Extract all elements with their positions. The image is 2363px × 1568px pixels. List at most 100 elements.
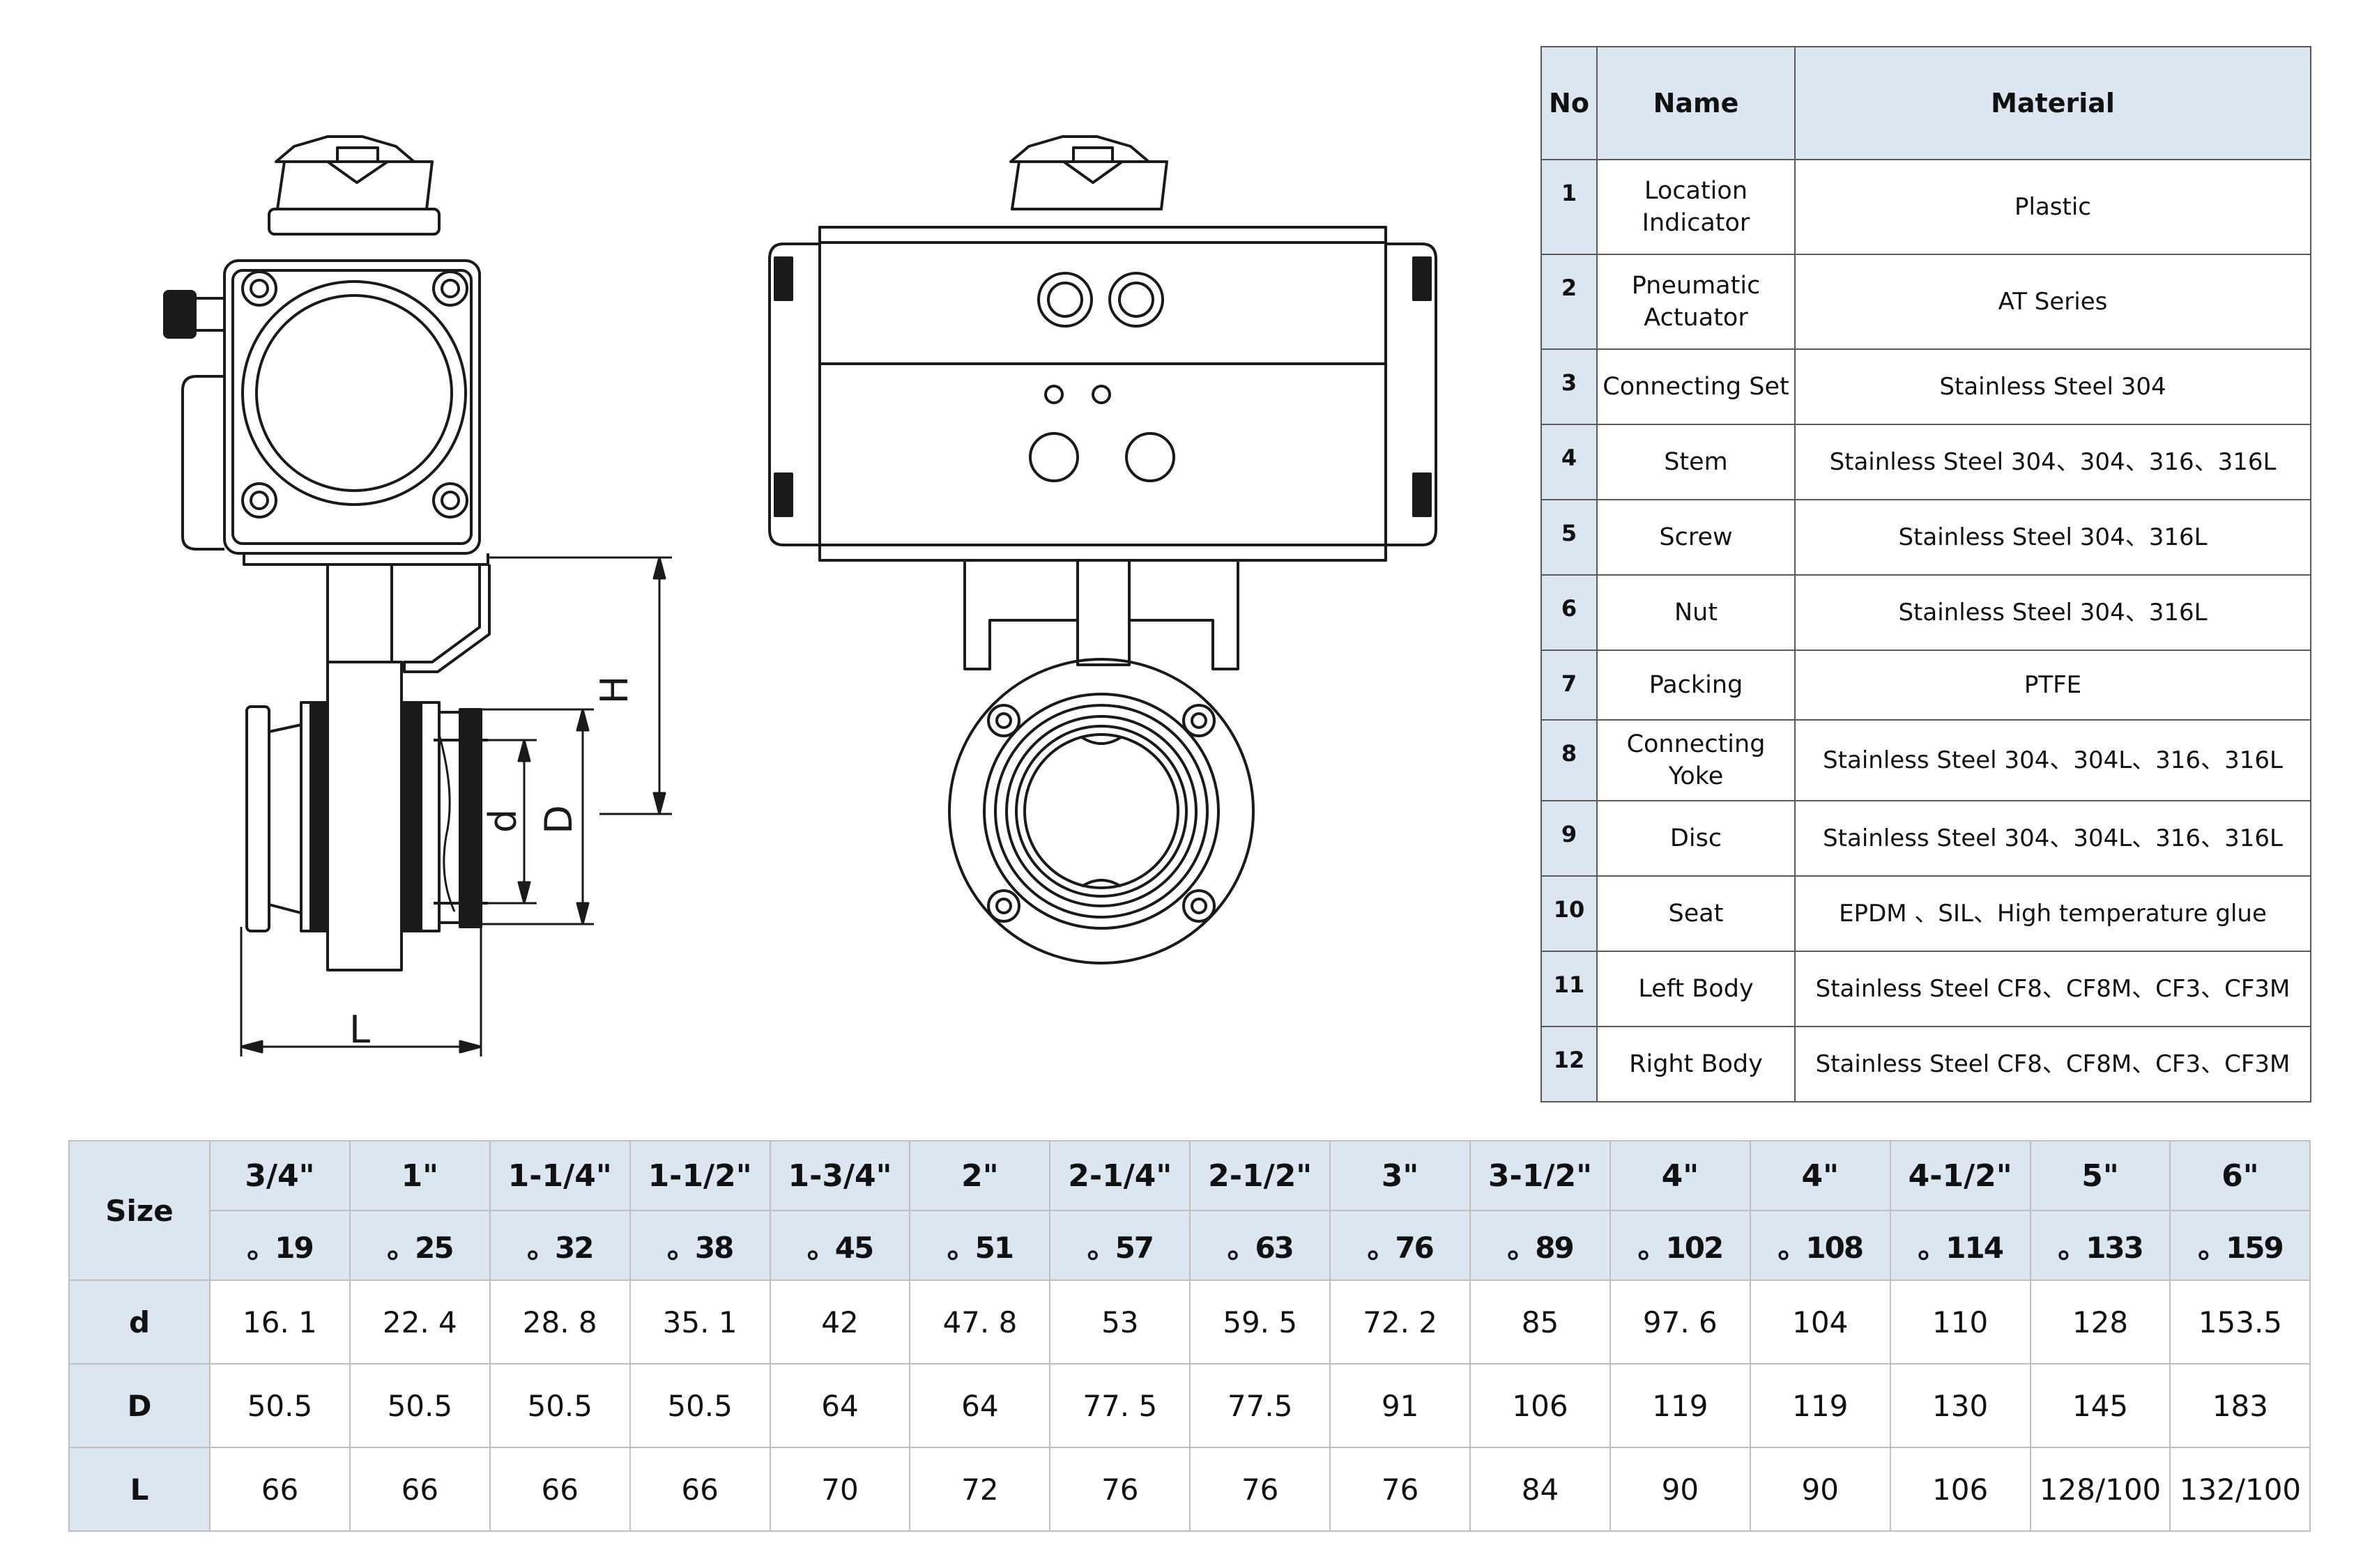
size-inch-cell: 1"	[349, 1140, 491, 1211]
value-cell: 90	[1749, 1447, 1891, 1532]
part-material: Stainless Steel 304、304L、316、316L	[1794, 800, 2311, 877]
dimension-label-l: L	[349, 1008, 370, 1052]
value-cell: 53	[1049, 1279, 1191, 1365]
value-cell: 66	[629, 1447, 771, 1532]
value-cell: 16. 1	[209, 1279, 351, 1365]
value-cell: 106	[1889, 1447, 2031, 1532]
part-name: Screw	[1596, 499, 1796, 576]
value-cell: 50.5	[349, 1363, 491, 1448]
part-name: Seat	[1596, 875, 1796, 952]
part-no: 9	[1540, 800, 1598, 877]
value-cell: 119	[1749, 1363, 1891, 1448]
size-mm-cell: 。19	[209, 1210, 351, 1281]
value-cell: 183	[2169, 1363, 2311, 1448]
size-inch-cell: 1-1/2"	[629, 1140, 771, 1211]
size-mm-cell: 。32	[489, 1210, 631, 1281]
value-cell: 22. 4	[349, 1279, 491, 1365]
header-material: Material	[1794, 46, 2311, 160]
header-name: Name	[1596, 46, 1796, 160]
part-no: 12	[1540, 1026, 1598, 1102]
value-cell: 130	[1889, 1363, 2031, 1448]
table-row: D 50.5 50.5 50.5 50.5 64 64 77. 5 77.5 9…	[68, 1363, 2311, 1448]
part-no: 10	[1540, 875, 1598, 952]
part-name: Left Body	[1596, 951, 1796, 1027]
part-material: Stainless Steel 304、304L、316、316L	[1794, 719, 2311, 801]
part-material: Stainless Steel CF8、CF8M、CF3、CF3M	[1794, 1026, 2311, 1102]
valve-drawings: H D d L	[163, 135, 1437, 1056]
side-dimensions	[240, 556, 672, 1056]
part-material: Stainless Steel 304	[1794, 348, 2311, 425]
value-cell: 84	[1469, 1447, 1611, 1532]
value-cell: 91	[1329, 1363, 1471, 1448]
size-mm-cell: 。25	[349, 1210, 491, 1281]
value-cell: 132/100	[2169, 1447, 2311, 1532]
value-cell: 50.5	[489, 1363, 631, 1448]
side-location-indicator	[268, 135, 441, 236]
side-stem-yoke	[326, 563, 491, 673]
value-cell: 59. 5	[1189, 1279, 1331, 1365]
value-cell: 47. 8	[909, 1279, 1051, 1365]
part-no: 11	[1540, 951, 1598, 1027]
size-mm-cell: 。89	[1469, 1210, 1611, 1281]
value-cell: 35. 1	[629, 1279, 771, 1365]
value-cell: 76	[1189, 1447, 1331, 1532]
size-inch-cell: 5"	[2029, 1140, 2171, 1211]
size-inch-cell: 6"	[2169, 1140, 2311, 1211]
size-mm-cell: 。57	[1049, 1210, 1191, 1281]
part-material: Stainless Steel 304、304、316、316L	[1794, 424, 2311, 500]
value-cell: 77.5	[1189, 1363, 1331, 1448]
value-cell: 72	[909, 1447, 1051, 1532]
part-name: Location Indicator	[1596, 159, 1796, 255]
side-actuator-bolts	[241, 270, 468, 518]
size-mm-cell: 。63	[1189, 1210, 1331, 1281]
part-name: Connecting Yoke	[1596, 719, 1796, 801]
part-name: Packing	[1596, 650, 1796, 721]
value-cell: 119	[1609, 1363, 1751, 1448]
value-cell: 77. 5	[1049, 1363, 1191, 1448]
part-no: 8	[1540, 719, 1598, 801]
row-label-l: L	[68, 1447, 211, 1532]
value-cell: 76	[1049, 1447, 1191, 1532]
size-inch-cell: 4"	[1609, 1140, 1751, 1211]
value-cell: 66	[209, 1447, 351, 1532]
front-yoke	[963, 559, 1239, 670]
part-name: Nut	[1596, 574, 1796, 651]
parts-table-header: No Name Material	[1540, 46, 2311, 160]
value-cell: 64	[769, 1363, 911, 1448]
part-name: Right Body	[1596, 1026, 1796, 1102]
part-material: Stainless Steel 304、316L	[1794, 574, 2311, 651]
value-cell: 42	[769, 1279, 911, 1365]
size-inch-cell: 1-1/4"	[489, 1140, 631, 1211]
size-mm-cell: 。159	[2169, 1210, 2311, 1281]
front-location-indicator	[1009, 135, 1168, 210]
side-view	[163, 135, 672, 1056]
value-cell: 50.5	[629, 1363, 771, 1448]
dimension-label-d-small: d	[481, 809, 525, 833]
value-cell: 97. 6	[1609, 1279, 1751, 1365]
value-cell: 76	[1329, 1447, 1471, 1532]
size-dimension-table: Size 3/4" 1" 1-1/4" 1-1/2" 1-3/4" 2" 2-1…	[68, 1140, 2311, 1532]
value-cell: 66	[489, 1447, 631, 1532]
front-actuator-body	[768, 226, 1437, 562]
size-mm-cell: 。114	[1889, 1210, 2031, 1281]
value-cell: 72. 2	[1329, 1279, 1471, 1365]
front-view	[768, 135, 1437, 964]
size-mm-cell: 。76	[1329, 1210, 1471, 1281]
part-name: Pneumatic Actuator	[1596, 254, 1796, 350]
value-cell: 28. 8	[489, 1279, 631, 1365]
size-mm-cell: 。45	[769, 1210, 911, 1281]
size-inch-cell: 3"	[1329, 1140, 1471, 1211]
part-material: PTFE	[1794, 650, 2311, 721]
part-no: 3	[1540, 348, 1598, 425]
part-no: 1	[1540, 159, 1598, 255]
row-label-d-large: D	[68, 1363, 211, 1448]
